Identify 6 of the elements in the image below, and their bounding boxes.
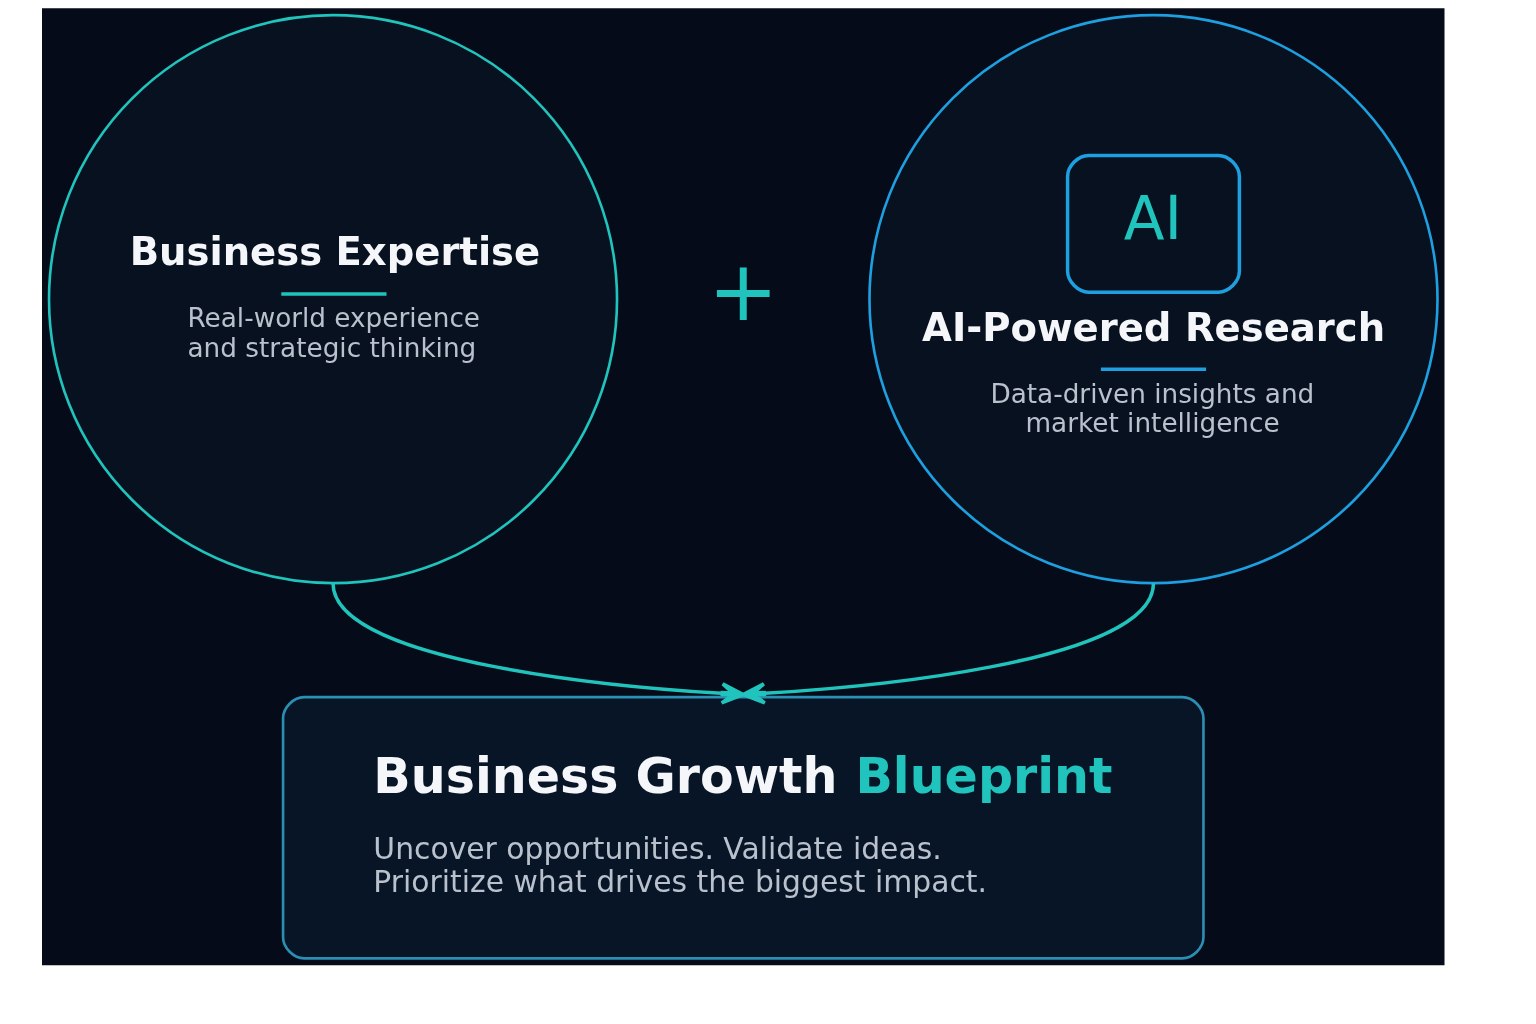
arrow — [741, 582, 1155, 705]
node-box: Business Growth Blueprint Uncover opportunities. Validate ideas. Prioritize what drives the biggest impact. — [281, 695, 1205, 960]
node-circle: AI AI-Powered Research Data-driven insights and market intelligence — [867, 13, 1439, 585]
label: + — [707, 242, 779, 341]
node-circle: Business Expertise Real-world experience and strategic thinking — [47, 13, 618, 585]
arrow — [330, 582, 745, 705]
